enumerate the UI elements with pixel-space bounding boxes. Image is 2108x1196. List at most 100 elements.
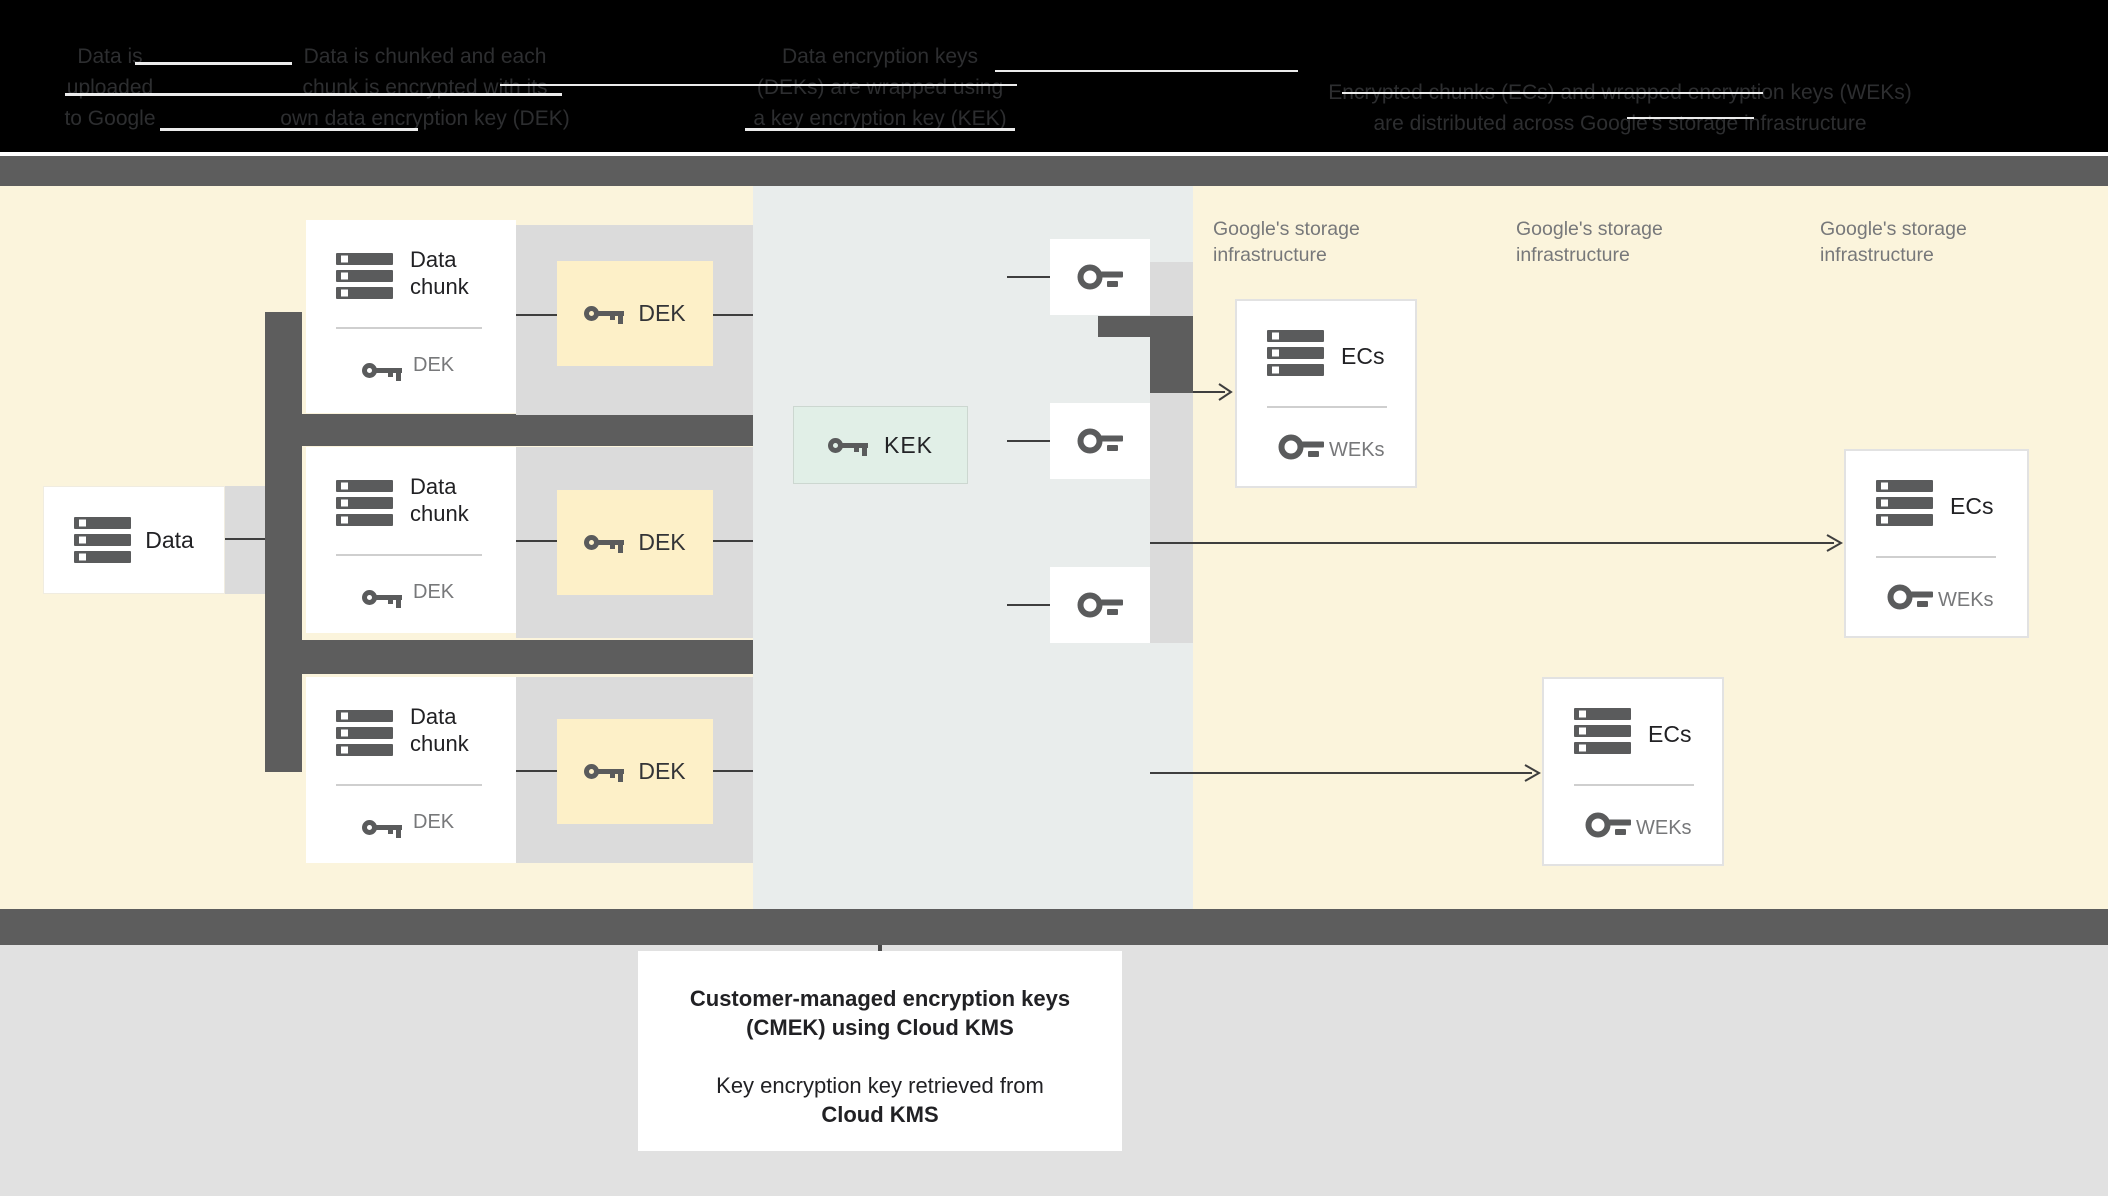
data-chunk-box: Data chunk DEK: [306, 447, 516, 633]
header-line: are distributed across Google's storage …: [1373, 112, 1867, 135]
arrow-to-ecs-1: [1193, 383, 1233, 401]
storage-infrastructure-label: Google's storage infrastructure: [1213, 216, 1443, 268]
header-step-chunking: Data is chunked and each chunk is encryp…: [270, 41, 580, 134]
connector-line: [713, 770, 753, 772]
arrow-to-ecs-3: [1150, 764, 1542, 782]
header-line: (DEKs) are wrapped using: [756, 76, 1004, 99]
data-chunk-box: Data chunk DEK: [306, 220, 516, 413]
database-icon: [336, 710, 393, 756]
kek-label: KEK: [883, 431, 934, 458]
key-icon: [364, 592, 402, 608]
data-box: Data: [43, 486, 225, 594]
encrypted-chunk-box: ECs WEKs: [1542, 677, 1724, 866]
key-icon: [364, 365, 402, 381]
weks-label: WEKs: [1938, 589, 1994, 611]
encrypted-chunk-box: ECs WEKs: [1235, 299, 1417, 488]
key-icon: [1080, 431, 1123, 451]
database-icon: [336, 480, 393, 526]
header-line: own data encryption key (DEK): [280, 107, 570, 130]
key-icon: [1890, 587, 1933, 607]
wrap-operation-box: [1050, 239, 1150, 315]
arrow-to-ecs-2: [1150, 534, 1844, 552]
database-icon: [74, 517, 132, 563]
storage-infrastructure-label: Google's storage infrastructure: [1516, 216, 1746, 268]
dek-box: DEK: [557, 719, 713, 824]
ecs-title: ECs: [1950, 493, 1994, 519]
database-icon: [1267, 330, 1324, 376]
key-icon: [586, 766, 625, 782]
header-step-key-wrapping: Data encryption keys (DEKs) are wrapped …: [725, 41, 1035, 134]
header-band: [0, 0, 2108, 152]
header-step-distribution: Encrypted chunks (ECs) and wrapped encry…: [1270, 77, 1970, 139]
database-icon: [336, 253, 393, 299]
dek-box: DEK: [557, 261, 713, 366]
connector-line: [516, 314, 557, 316]
caption-body-line: Key encryption key retrieved from: [716, 1073, 1044, 1098]
connector-band-thick: [1150, 337, 1193, 393]
connector-line: [516, 770, 557, 772]
dek-box: DEK: [557, 490, 713, 595]
artifact-streak: [1342, 92, 1763, 94]
connector-band-thick: [1098, 316, 1193, 337]
connector-line: [1007, 276, 1050, 278]
header-line: uploaded: [66, 76, 154, 99]
artifact-streak: [745, 128, 1015, 131]
wrap-operation-box: [1050, 567, 1150, 643]
artifact-streak: [135, 62, 292, 65]
database-icon: [1574, 708, 1631, 754]
connector-band-thick: [302, 640, 753, 674]
artifact-streak: [1627, 117, 1754, 119]
connector-line: [225, 538, 265, 540]
divider: [1267, 406, 1387, 408]
ecs-title: ECs: [1648, 721, 1692, 747]
bottom-divider-bar: [0, 909, 2108, 945]
artifact-streak: [995, 70, 1298, 72]
connector-line: [713, 314, 753, 316]
dek-label: DEK: [638, 529, 686, 555]
key-icon: [830, 440, 868, 456]
header-line: Data is chunked and each: [303, 45, 547, 68]
divider: [1574, 784, 1694, 786]
storage-infrastructure-label: Google's storage infrastructure: [1820, 216, 2050, 268]
chunk-dek-label: DEK: [413, 811, 455, 833]
key-icon: [1080, 595, 1123, 615]
weks-label: WEKs: [1636, 817, 1692, 839]
chunk-title: Data chunk: [410, 704, 469, 756]
dek-label: DEK: [638, 758, 686, 784]
artifact-streak: [500, 84, 1017, 86]
caption-connector-tick: [878, 945, 882, 954]
divider: [336, 327, 482, 329]
divider: [1876, 556, 1996, 558]
chunk-dek-label: DEK: [413, 354, 455, 376]
caption-body-line: Cloud KMS: [821, 1102, 939, 1127]
label-line: infrastructure: [1213, 244, 1327, 266]
header-line: to Google: [64, 107, 156, 130]
header-line: chunk is encrypted with its: [302, 76, 548, 99]
wrap-operation-box: [1050, 403, 1150, 479]
header-line: a key encryption key (KEK): [753, 107, 1007, 130]
key-icon: [1588, 815, 1631, 835]
header-line: Data encryption keys: [781, 45, 979, 68]
key-icon: [1080, 267, 1123, 287]
caption-title-line: Customer-managed encryption keys: [689, 986, 1071, 1011]
fork-trunk-bar: [265, 312, 302, 772]
label-line: Google's storage: [1516, 218, 1663, 240]
database-icon: [1876, 480, 1933, 526]
ecs-title: ECs: [1341, 343, 1385, 369]
header-step-data-upload: Data is uploaded to Google: [35, 41, 185, 134]
divider: [336, 784, 482, 786]
kek-box: KEK: [793, 406, 968, 484]
artifact-streak: [65, 93, 562, 96]
data-chunk-box: Data chunk DEK: [306, 677, 516, 863]
chunk-title: Data chunk: [410, 474, 469, 526]
chunk-title: Data chunk: [410, 247, 469, 299]
label-line: Google's storage: [1820, 218, 1967, 240]
key-icon: [586, 537, 625, 553]
chunk-dek-label: DEK: [413, 581, 455, 603]
key-icon: [364, 822, 402, 838]
caption-spacer: [638, 1042, 1122, 1071]
divider: [336, 554, 482, 556]
connector-line: [713, 540, 753, 542]
label-line: infrastructure: [1820, 244, 1934, 266]
